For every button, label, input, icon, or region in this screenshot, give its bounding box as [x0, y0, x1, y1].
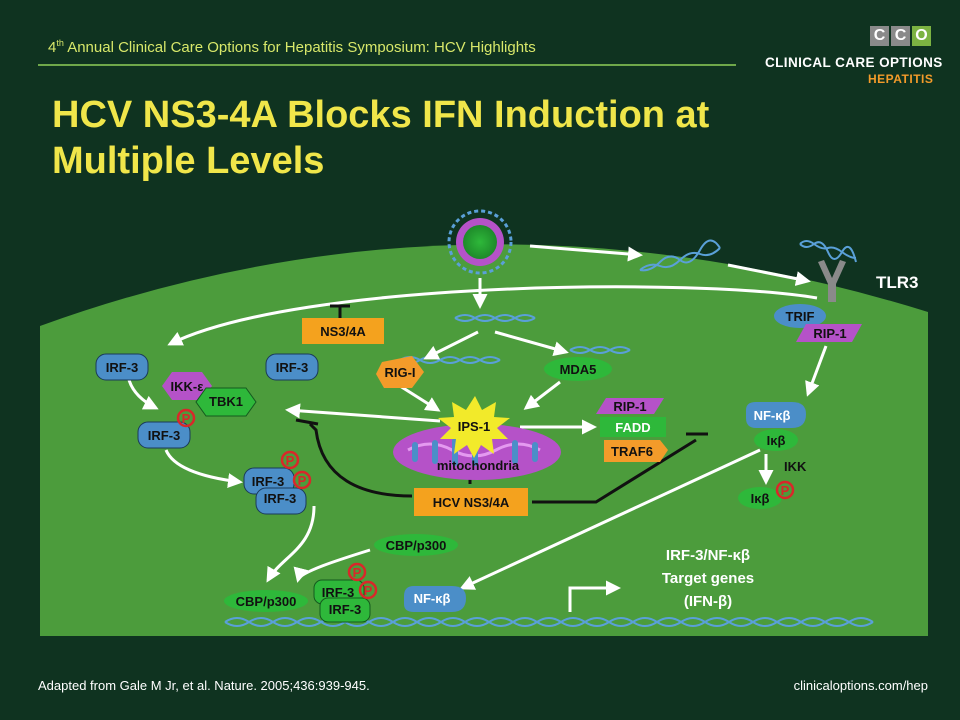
title-line-2: Multiple Levels [52, 140, 325, 182]
viral-rna [399, 239, 857, 364]
tbk1-label: TBK1 [209, 394, 243, 409]
tbk1-protein [195, 387, 257, 417]
trif-label: TRIF [786, 309, 815, 324]
phospho-label-6: P [364, 583, 373, 598]
cbp-dna-protein [224, 590, 308, 612]
ikk-epsilon-label: IKK-ε [171, 379, 204, 394]
nfkb-label: NF-κβ [754, 408, 791, 423]
phospho-marker-1 [176, 408, 196, 428]
traf6-label: TRAF6 [611, 444, 653, 459]
symposium-ordinal: th [56, 38, 64, 48]
rip1-fadd-label: RIP-1 [613, 399, 646, 414]
ikk-epsilon-protein [162, 372, 212, 400]
mda5-protein [544, 357, 612, 381]
rig-i-label: RIG-I [384, 365, 415, 380]
brand-name: CLINICAL CARE OPTIONS [765, 55, 943, 70]
nfkb-protein [746, 402, 806, 428]
cco-logo: C C O [870, 26, 933, 46]
irf3-nuc-b-label: IRF-3 [329, 602, 362, 617]
mitochondria-label: mitochondria [437, 458, 520, 473]
target-line-3: (IFN-β) [684, 593, 732, 610]
slide-title: HCV NS3-4A Blocks IFN Induction at Multi… [52, 92, 892, 184]
logo-letter-c2: C [891, 26, 910, 46]
rip1-fadd-protein [596, 398, 664, 414]
hcv-virus [447, 209, 513, 275]
logo-letter-c1: C [870, 26, 889, 46]
symposium-title: 4th Annual Clinical Care Options for Hep… [48, 38, 536, 56]
footer-url[interactable]: clinicaloptions.com/hep [793, 678, 928, 693]
irf3-left-label: IRF-3 [106, 360, 139, 375]
phospho-label-4: P [781, 483, 790, 498]
phospho-label-5: P [353, 565, 362, 580]
phospho-marker-2 [280, 450, 300, 470]
phospho-marker-6 [358, 580, 378, 600]
irf3-dimer-b [255, 487, 307, 515]
brand-subtitle: HEPATITIS [868, 72, 934, 86]
irf3-mid [265, 353, 319, 381]
trif-protein [774, 304, 826, 328]
target-line-1: IRF-3/NF-κβ [666, 547, 750, 564]
rip1-tlr-protein [796, 324, 862, 342]
nfkb-nuc-protein [404, 586, 466, 612]
inhibition-lines [295, 304, 708, 504]
ikb-label: Iκβ [767, 433, 786, 448]
irf3-dimer-a-label: IRF-3 [252, 474, 285, 489]
symposium-number: 4 [48, 39, 57, 56]
ikk-label: IKK [784, 459, 807, 474]
phospho-marker-3 [292, 470, 312, 490]
phospho-label-2: P [286, 453, 295, 468]
ips1-starburst [438, 396, 510, 458]
cbp-dna-label: CBP/p300 [236, 594, 297, 609]
irf3-mid-label: IRF-3 [276, 360, 309, 375]
pathway-arrows [126, 244, 828, 612]
header-divider [38, 64, 736, 66]
hcv-ns34a-box [414, 488, 528, 516]
title-line-1: HCV NS3-4A Blocks IFN Induction at [52, 94, 710, 136]
phospho-marker-5 [347, 562, 367, 582]
fadd-label: FADD [615, 420, 650, 435]
ikb-protein [754, 429, 798, 451]
irf3-nuc-a-label: IRF-3 [322, 585, 355, 600]
target-line-2: Target genes [662, 570, 754, 587]
irf3-phospho [137, 421, 191, 449]
citation: Adapted from Gale M Jr, et al. Nature. 2… [38, 678, 370, 693]
traf6-protein [604, 440, 668, 462]
hcv-ns34a-label: HCV NS3/4A [433, 495, 510, 510]
ikb-phospho-protein [738, 487, 782, 509]
phospho-marker-4 [775, 480, 795, 500]
phospho-label-1: P [182, 411, 191, 426]
ips1-label: IPS-1 [458, 419, 491, 434]
symposium-text: Annual Clinical Care Options for Hepatit… [63, 39, 536, 56]
cbp-top-protein [374, 534, 458, 556]
mda5-label: MDA5 [560, 362, 597, 377]
ikb-phospho-label: Iκβ [751, 491, 770, 506]
rip1-tlr-label: RIP-1 [813, 326, 846, 341]
phospho-label-3: P [298, 473, 307, 488]
ns34a-top-label: NS3/4A [320, 324, 366, 339]
fadd-protein [600, 417, 666, 437]
cbp-top-label: CBP/p300 [386, 538, 447, 553]
irf3-dimer-b-label: IRF-3 [264, 491, 297, 506]
ns34a-top-box [302, 318, 384, 344]
logo-letter-o: O [912, 26, 931, 46]
tlr3-receptor [818, 260, 846, 302]
tlr3-label: TLR3 [876, 273, 919, 292]
irf3-phospho-label: IRF-3 [148, 428, 181, 443]
irf3-left [95, 353, 149, 381]
nfkb-nuc-label: NF-κβ [414, 591, 451, 606]
rig-i-protein [376, 356, 424, 388]
irf3-nuc-b [319, 597, 371, 623]
